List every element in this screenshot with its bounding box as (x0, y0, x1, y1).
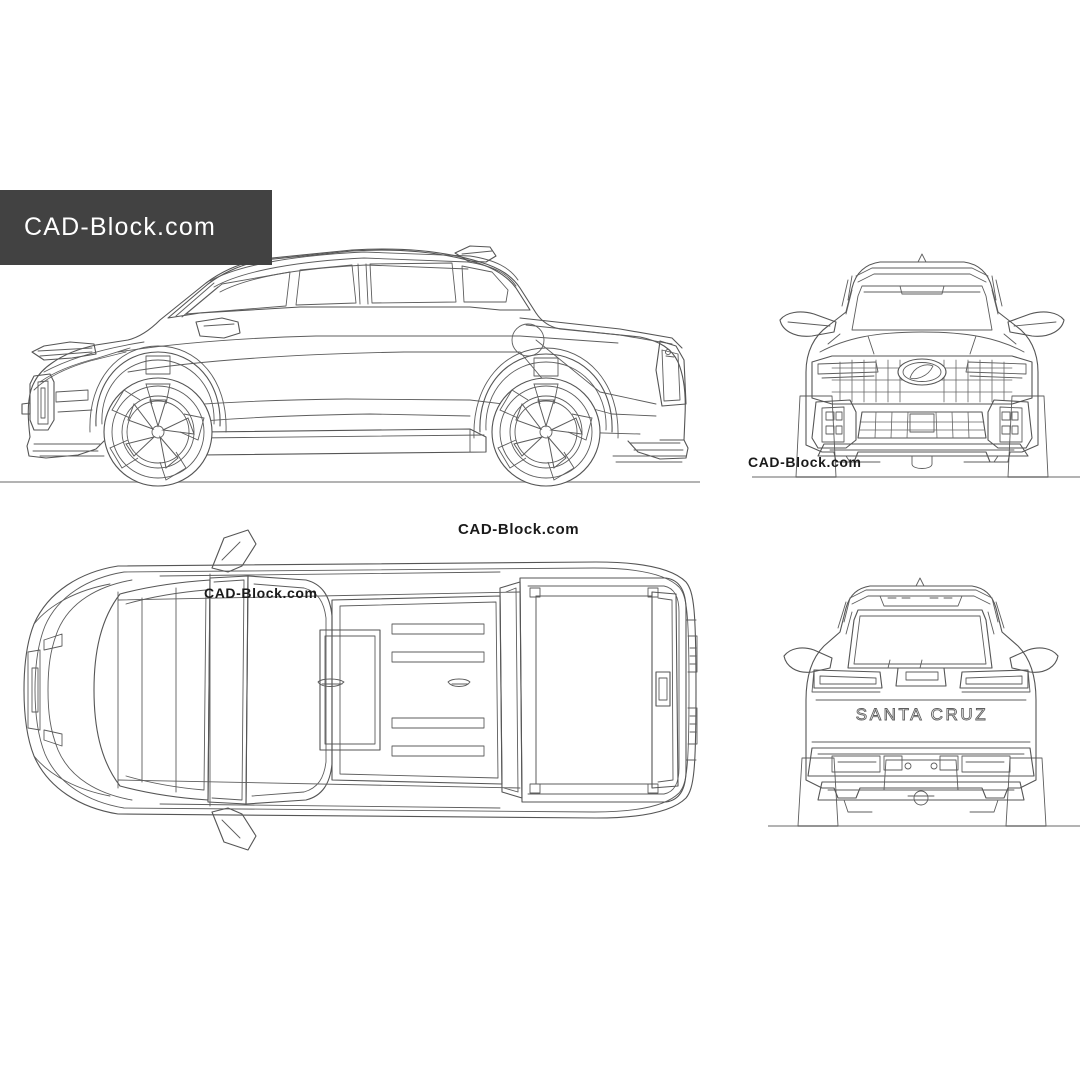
side-front-wheel (103, 377, 213, 487)
hyundai-logo (897, 358, 947, 386)
side-view-linework (21, 245, 689, 487)
front-view-linework (779, 253, 1065, 478)
side-rear-wheel (491, 377, 601, 487)
watermark-center: CAD-Block.com (458, 521, 580, 538)
rear-model-badge: SANTA CRUZ (846, 705, 998, 725)
watermark-front-view: CAD-Block.com (748, 454, 862, 470)
top-view-linework (23, 529, 698, 851)
watermark-top-view: CAD-Block.com (204, 585, 318, 601)
brand-watermark-badge: CAD-Block.com (0, 190, 272, 265)
brand-watermark-label: CAD-Block.com (24, 213, 217, 241)
rear-model-badge-text: SANTA CRUZ (855, 705, 989, 725)
rear-view-linework (783, 577, 1059, 827)
